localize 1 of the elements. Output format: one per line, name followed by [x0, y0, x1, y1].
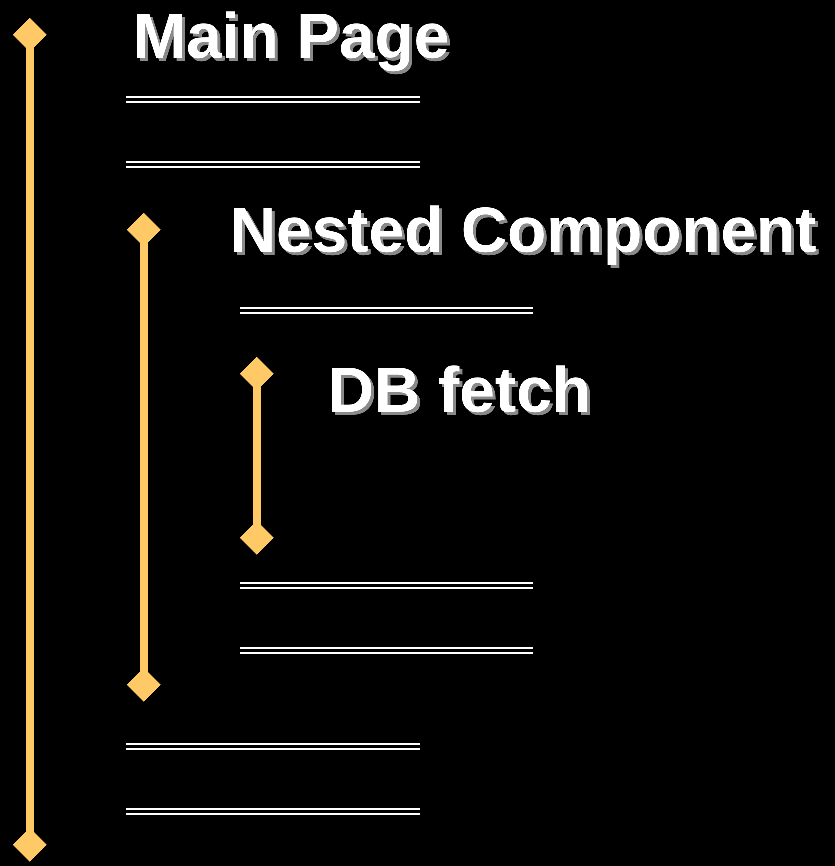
section-heading: DB fetch: [328, 358, 592, 422]
